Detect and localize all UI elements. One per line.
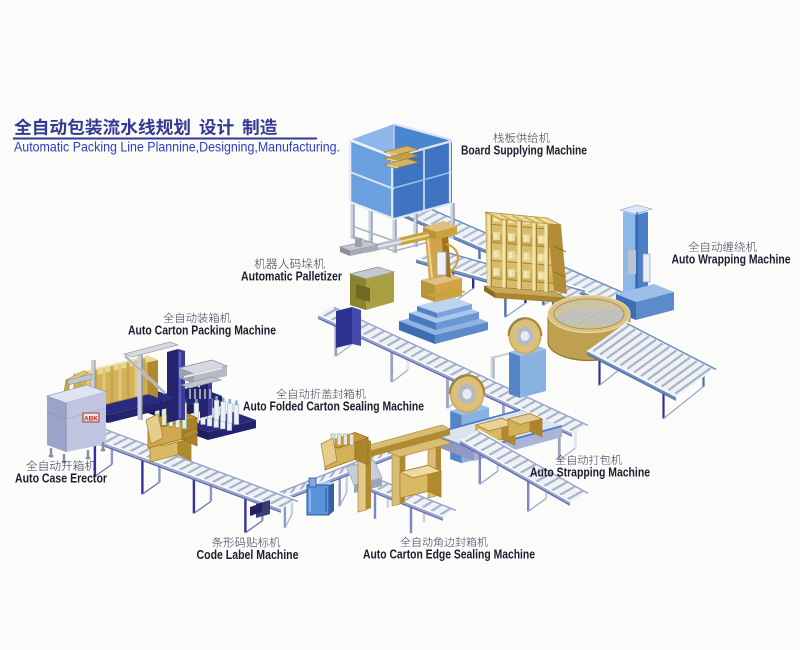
svg-text:Code Label Machine: Code Label Machine xyxy=(197,548,299,562)
svg-text:ABK: ABK xyxy=(84,416,98,423)
svg-text:Board Supplying Machine: Board Supplying Machine xyxy=(461,144,587,158)
svg-text:Auto Folded Carton Sealing Mac: Auto Folded Carton Sealing Machine xyxy=(243,400,424,414)
svg-text:Auto Carton Packing Machine: Auto Carton Packing Machine xyxy=(128,324,276,338)
svg-text:Auto Carton Edge Sealing Machi: Auto Carton Edge Sealing Machine xyxy=(363,548,535,562)
svg-text:Automatic Packing Line Plannin: Automatic Packing Line Plannine,Designin… xyxy=(14,140,340,155)
svg-text:Auto Strapping Machine: Auto Strapping Machine xyxy=(530,466,650,480)
svg-text:Automatic Palletizer: Automatic Palletizer xyxy=(241,270,342,284)
svg-text:Auto Case Erector: Auto Case Erector xyxy=(15,472,107,486)
svg-text:Auto Wrapping Machine: Auto Wrapping Machine xyxy=(672,253,791,267)
